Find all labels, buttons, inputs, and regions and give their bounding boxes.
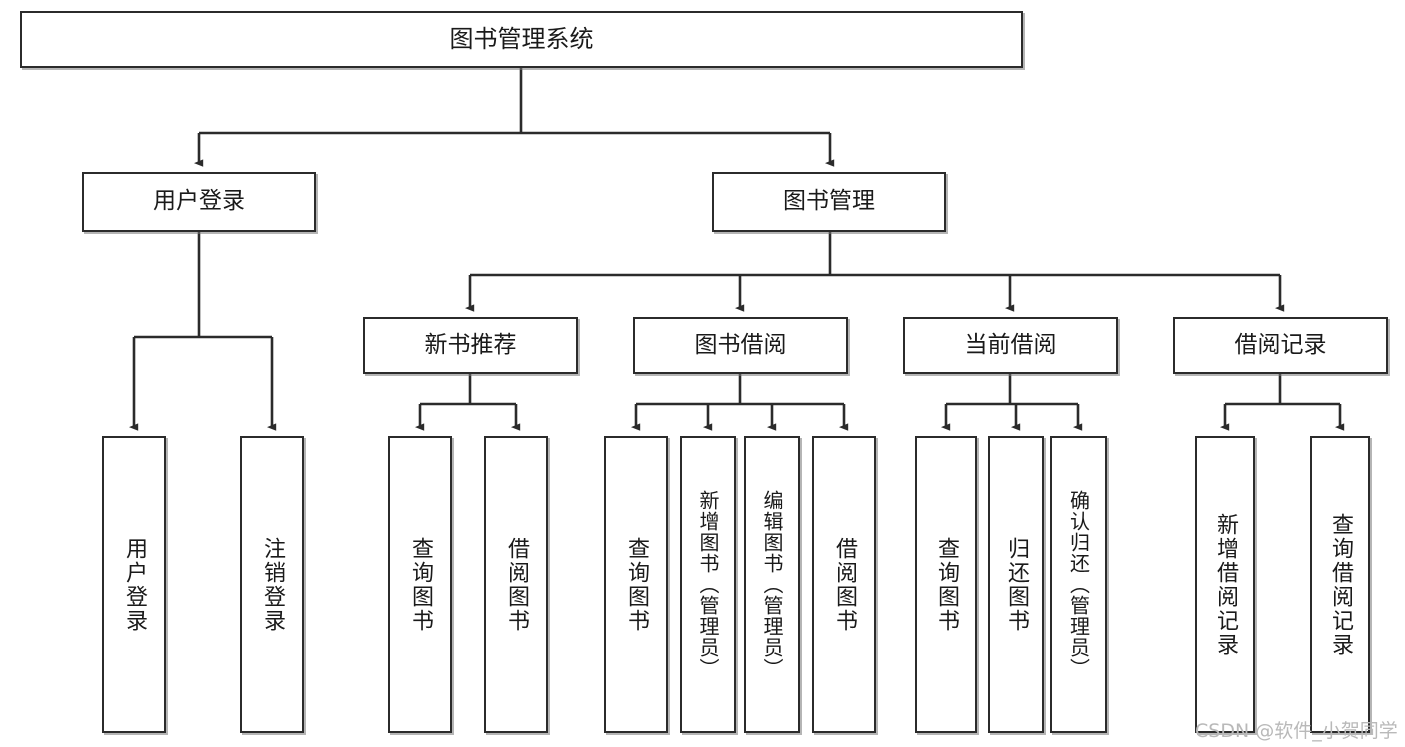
node-user-login[interactable]: 用户登录 [82,172,316,232]
node-new-book-recommend-label: 新书推荐 [424,331,517,358]
leaf-query-book-borrow[interactable]: 查询图书 [604,436,668,733]
leaf-borrow-book-label: 借阅图书 [832,536,857,633]
node-borrow-record[interactable]: 借阅记录 [1173,317,1388,374]
watermark: CSDN @软件_小贺同学 [1195,720,1398,742]
leaf-add-borrow-record-label: 新增借阅记录 [1213,512,1238,657]
node-book-borrow-label: 图书借阅 [694,331,787,358]
leaf-query-book-newbook[interactable]: 查询图书 [388,436,452,733]
leaf-borrow-book[interactable]: 借阅图书 [812,436,876,733]
leaf-query-book-newbook-label: 查询图书 [408,536,433,633]
node-user-login-label: 用户登录 [153,188,245,215]
leaf-borrow-book-newbook[interactable]: 借阅图书 [484,436,548,733]
leaf-return-book-label: 归还图书 [1004,536,1029,633]
leaf-query-book-current-label: 查询图书 [934,536,959,633]
node-current-borrow-label: 当前借阅 [964,331,1057,358]
leaf-query-borrow-record-label: 查询借阅记录 [1328,512,1353,657]
node-current-borrow[interactable]: 当前借阅 [903,317,1118,374]
leaf-return-book[interactable]: 归还图书 [988,436,1044,733]
node-root-label: 图书管理系统 [449,25,594,54]
leaf-confirm-return-admin[interactable]: 确认归还（管理员） [1050,436,1107,733]
leaf-user-login-label: 用户登录 [122,536,147,633]
node-new-book-recommend[interactable]: 新书推荐 [363,317,578,374]
node-book-management-label: 图书管理 [783,188,875,215]
leaf-add-book-admin-label: 新增图书（管理员） [696,490,720,679]
leaf-logout[interactable]: 注销登录 [240,436,304,733]
leaf-logout-label: 注销登录 [260,536,285,633]
leaf-add-borrow-record[interactable]: 新增借阅记录 [1195,436,1255,733]
leaf-borrow-book-newbook-label: 借阅图书 [504,536,529,633]
node-borrow-record-label: 借阅记录 [1234,331,1327,358]
leaf-query-book-borrow-label: 查询图书 [624,536,649,633]
node-book-management[interactable]: 图书管理 [712,172,946,232]
leaf-edit-book-admin[interactable]: 编辑图书（管理员） [744,436,800,733]
node-root[interactable]: 图书管理系统 [20,11,1023,68]
leaf-query-book-current[interactable]: 查询图书 [915,436,977,733]
leaf-add-book-admin[interactable]: 新增图书（管理员） [680,436,736,733]
leaf-edit-book-admin-label: 编辑图书（管理员） [760,490,784,679]
leaf-user-login[interactable]: 用户登录 [102,436,166,733]
leaf-confirm-return-admin-label: 确认归还（管理员） [1066,490,1091,679]
node-book-borrow[interactable]: 图书借阅 [633,317,848,374]
leaf-query-borrow-record[interactable]: 查询借阅记录 [1310,436,1370,733]
